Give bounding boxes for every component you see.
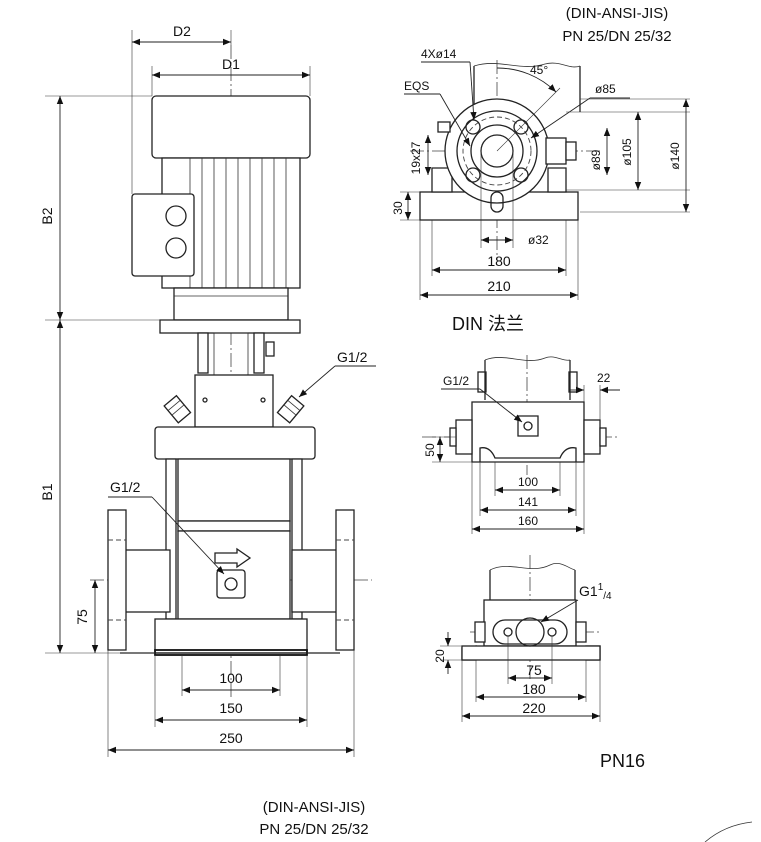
dim-250-label: 250 [219,730,243,746]
dim-b2-label: B2 [39,207,55,224]
label-g12-lower: G1/2 [110,479,141,495]
din-flange-view: (DIN-ANSI-JIS) PN 25/DN 25/32 4Xø14 [391,5,690,334]
dim-d1-label: D1 [222,56,240,72]
main-view: D2 D1 B2 B1 75 100 150 250 G1/2 G [39,23,376,757]
pn16-180-label: 180 [522,681,546,697]
footer-standard-line2: PN 25/DN 25/32 [259,821,368,838]
base-141-label: 141 [518,495,538,509]
dim-100-label: 100 [219,670,243,686]
din-30-label: 30 [391,201,405,215]
pn16-view: G11/4 20 75 180 220 PN16 [433,555,645,771]
din-angle-label: 45° [530,63,548,77]
dim-75-label: 75 [74,609,90,625]
din-phi89-label: ø89 [589,149,603,170]
din-19x27-label: 19x27 [409,141,423,174]
base-50-label: 50 [423,443,437,457]
pn16-20-label: 20 [433,649,447,663]
dim-b1-label: B1 [39,483,55,500]
pn16-title: PN16 [600,751,645,771]
din-standard-line1: (DIN-ANSI-JIS) [566,5,669,22]
motor-fins [189,158,287,288]
din-flange-title: DIN 法兰 [452,314,524,334]
pn16-g114-sub: /4 [603,591,612,602]
pn16-g114-sup: 1 [598,582,604,593]
din-phi140-label: ø140 [668,142,682,170]
flow-direction-arrow-icon [214,547,252,569]
label-g12-upper: G1/2 [337,349,368,365]
base-g12-label: G1/2 [443,374,469,388]
edge-curve [704,821,753,842]
din-210-label: 210 [487,278,511,294]
pn16-g114-label: G11/4 [579,582,612,602]
dim-150-label: 150 [219,700,243,716]
pn16-75-label: 75 [526,662,542,678]
din-phi85-label: ø85 [595,82,616,96]
base-view: G1/2 22 50 100 141 160 [422,355,620,534]
din-phi105-label: ø105 [620,138,634,166]
din-holes-label: 4Xø14 [421,47,457,61]
base-160-label: 160 [518,514,538,528]
din-eqs-label: EQS [404,79,429,93]
footer-standard-line1: (DIN-ANSI-JIS) [263,799,366,816]
din-180-label: 180 [487,253,511,269]
din-phi32-label: ø32 [528,233,549,247]
din-standard-line2: PN 25/DN 25/32 [562,28,671,45]
pn16-220-label: 220 [522,700,546,716]
base-100-label: 100 [518,475,538,489]
pn16-g114-main: G1 [579,583,598,599]
footer: (DIN-ANSI-JIS) PN 25/DN 25/32 [259,799,753,842]
base-22-label: 22 [597,371,611,385]
dim-d2-label: D2 [173,23,191,39]
